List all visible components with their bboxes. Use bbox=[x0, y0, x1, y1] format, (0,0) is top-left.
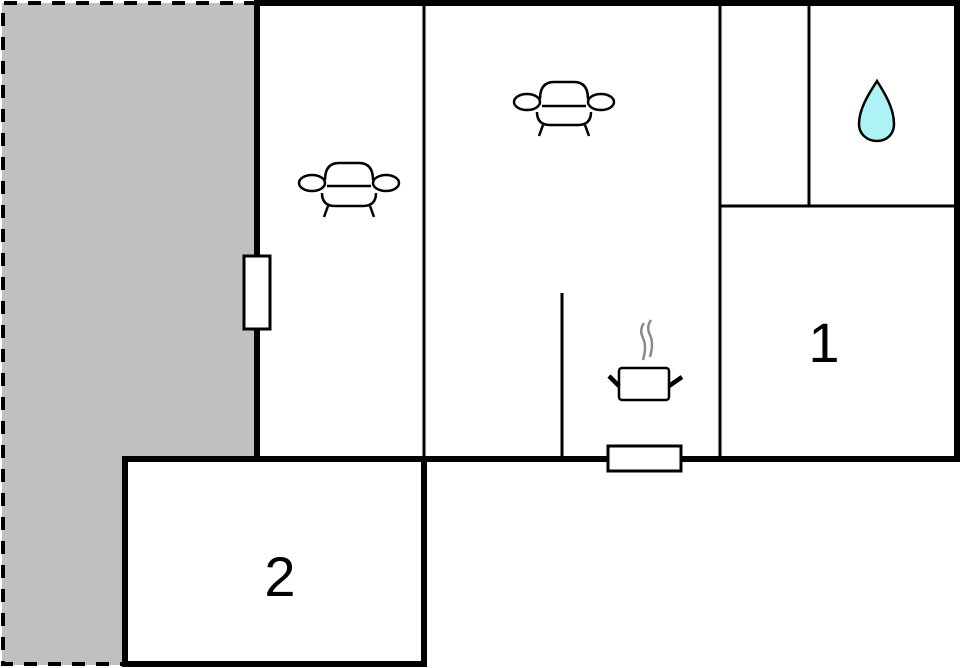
door-left-wall bbox=[242, 254, 272, 331]
cooking-pot-icon bbox=[607, 319, 684, 402]
armchair-icon bbox=[297, 161, 401, 218]
exterior-walls bbox=[122, 0, 960, 667]
armchair-icon bbox=[512, 80, 616, 137]
living-room-center bbox=[424, 3, 720, 459]
door-kitchen-bottom bbox=[606, 444, 683, 473]
interior-walls bbox=[422, 3, 957, 459]
bedroom-2-label: 2 bbox=[264, 545, 296, 608]
living-room-left bbox=[257, 3, 424, 459]
bedroom-1-label: 1 bbox=[808, 311, 840, 374]
water-drop-icon bbox=[857, 78, 896, 143]
bedroom-2-area bbox=[125, 459, 424, 664]
